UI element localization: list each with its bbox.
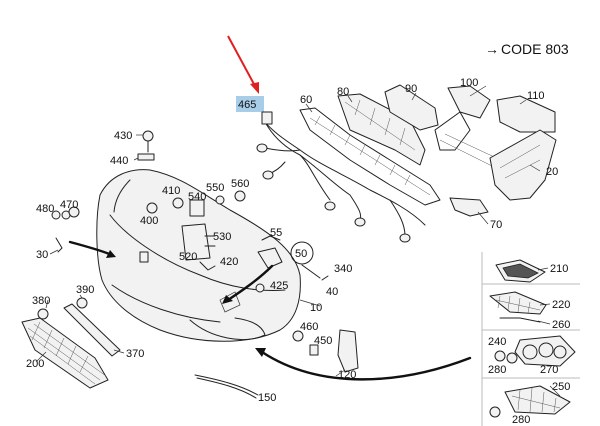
callout-150: 150 bbox=[258, 392, 276, 404]
callout-340: 340 bbox=[334, 263, 352, 275]
callout-110: 110 bbox=[527, 90, 545, 102]
callout-450: 450 bbox=[314, 335, 332, 347]
highlight-465 bbox=[236, 96, 264, 112]
callout-390: 390 bbox=[76, 284, 94, 296]
callout-470: 470 bbox=[60, 199, 78, 211]
callout-280-top: 280 bbox=[488, 364, 506, 376]
callout-10: 10 bbox=[310, 302, 322, 314]
fasteners bbox=[37, 130, 359, 373]
callout-90: 90 bbox=[405, 83, 417, 95]
callout-20: 20 bbox=[546, 166, 558, 178]
callout-270: 270 bbox=[540, 364, 558, 376]
callout-30: 30 bbox=[36, 249, 48, 261]
callout-520: 520 bbox=[179, 251, 197, 263]
callout-100: 100 bbox=[460, 77, 478, 89]
callout-120: 120 bbox=[338, 369, 356, 381]
callout-55: 55 bbox=[270, 227, 282, 239]
callout-460: 460 bbox=[300, 321, 318, 333]
reinforcement-80 bbox=[337, 93, 426, 166]
callout-40: 40 bbox=[326, 286, 338, 298]
assembly-arrows bbox=[68, 240, 472, 381]
bracket-90 bbox=[384, 84, 439, 131]
bracket-55 bbox=[257, 235, 283, 269]
callout-250: 250 bbox=[552, 381, 570, 393]
callout-430: 430 bbox=[114, 130, 132, 142]
control-module-530 bbox=[181, 223, 216, 271]
callout-540: 540 bbox=[188, 191, 206, 203]
red-pointer-arrow bbox=[227, 35, 259, 94]
callout-50-circle bbox=[290, 241, 314, 265]
callout-440: 440 bbox=[110, 155, 128, 167]
inset-panel bbox=[481, 252, 580, 426]
bracket-70 bbox=[449, 197, 489, 217]
callouts: 60 80 90 100 110 20 70 430 440 410 550 5… bbox=[26, 77, 570, 426]
callout-280-bottom: 280 bbox=[512, 414, 530, 426]
callout-480: 480 bbox=[36, 203, 54, 215]
callout-60: 60 bbox=[300, 94, 312, 106]
callout-70: 70 bbox=[490, 219, 502, 231]
impact-absorber-60 bbox=[299, 107, 441, 206]
callout-260: 260 bbox=[552, 319, 570, 331]
callout-530: 530 bbox=[213, 231, 231, 243]
code-arrow: → bbox=[485, 41, 499, 57]
leader-lines bbox=[35, 85, 561, 397]
callout-240: 240 bbox=[488, 336, 506, 348]
callout-410: 410 bbox=[162, 185, 180, 197]
side-bracket-20 bbox=[489, 129, 557, 201]
wiring-harness bbox=[256, 111, 426, 243]
callout-210: 210 bbox=[550, 263, 568, 275]
bracket-110 bbox=[496, 95, 556, 133]
callout-380: 380 bbox=[32, 295, 50, 307]
trim-strip-150 bbox=[194, 374, 259, 399]
callout-420: 420 bbox=[220, 256, 238, 268]
code-header: → CODE 803 bbox=[485, 41, 569, 57]
callout-560: 560 bbox=[231, 178, 249, 190]
callout-80: 80 bbox=[337, 86, 349, 98]
callout-425: 425 bbox=[270, 280, 288, 292]
callout-465: 465 bbox=[238, 99, 256, 111]
callout-370: 370 bbox=[126, 348, 144, 360]
callout-550: 550 bbox=[206, 182, 224, 194]
callout-400: 400 bbox=[140, 215, 158, 227]
code-label: CODE 803 bbox=[501, 41, 569, 57]
callout-50: 50 bbox=[295, 248, 307, 260]
trim-strip-370 bbox=[63, 303, 121, 357]
callout-200: 200 bbox=[26, 358, 44, 370]
callout-220: 220 bbox=[552, 299, 570, 311]
